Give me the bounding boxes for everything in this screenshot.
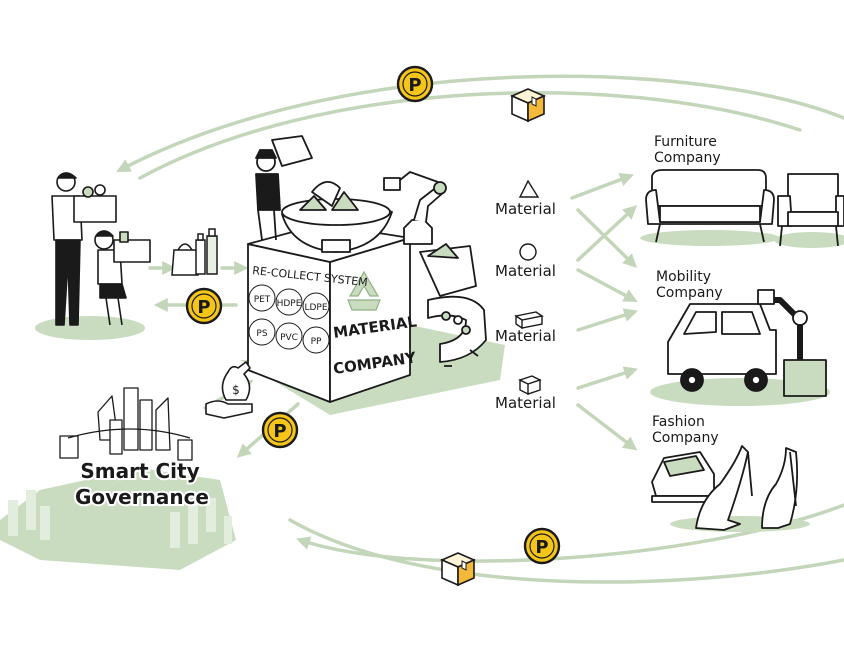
parcel-box-icon xyxy=(441,552,475,586)
plastic-code-badge: PS xyxy=(248,318,276,346)
parcel-box-icon xyxy=(511,88,545,122)
coin-symbol: P xyxy=(197,297,210,318)
plastic-codes: PET HDPE LDPE PS PVC PP xyxy=(248,284,330,354)
fashion-company-label: Fashion Company xyxy=(652,414,719,446)
top-inner-arc xyxy=(138,90,802,180)
fashion-label-line1: Fashion xyxy=(652,414,705,430)
plastic-code: LDPE xyxy=(304,303,327,313)
bar-block-icon xyxy=(514,311,544,330)
mobility-label-line1: Mobility xyxy=(656,269,711,285)
svg-text:$: $ xyxy=(232,383,240,397)
arrow-m1-mobility xyxy=(576,208,637,268)
sphere-icon xyxy=(519,243,537,261)
top-outer-arc xyxy=(116,74,844,172)
plastic-code-badge: PVC xyxy=(275,322,303,350)
bottom-inner-arc xyxy=(288,518,844,584)
plastic-code: PS xyxy=(256,329,267,339)
material-shape-icons xyxy=(514,179,544,396)
bottles-bag-illustration xyxy=(171,228,218,276)
smart-city-illustration xyxy=(0,387,236,570)
coin-middle: P xyxy=(261,411,299,449)
mobility-company-label: Mobility Company xyxy=(656,269,723,301)
city-title-line2: Governance xyxy=(75,485,209,509)
arrow-m2-furniture xyxy=(576,205,638,262)
arrow-m2-mobility xyxy=(576,268,638,302)
coin-left: P xyxy=(185,287,223,325)
material-company-station xyxy=(240,135,505,415)
coin-bottom: P xyxy=(523,527,561,565)
material-label-pyramid: Material xyxy=(495,200,556,218)
coin-symbol: P xyxy=(273,421,286,442)
coin-top: P xyxy=(396,65,434,103)
mobility-illustration xyxy=(650,289,830,406)
plastic-code: PP xyxy=(311,337,322,347)
pyramid-icon xyxy=(518,179,540,198)
money-bag-icon: $ xyxy=(205,361,253,419)
mobility-label-line2: Company xyxy=(656,285,723,301)
fashion-label-line2: Company xyxy=(652,430,719,446)
material-label-bar: Material xyxy=(495,327,556,345)
cube-icon xyxy=(518,375,542,396)
plastic-code: HDPE xyxy=(277,299,302,309)
material-label-cube: Material xyxy=(495,394,556,412)
arrow-m4-fashion xyxy=(576,403,638,451)
recycle-icon xyxy=(347,270,381,311)
plastic-code-badge: LDPE xyxy=(302,292,330,320)
arrow-m3-mobility xyxy=(576,308,638,332)
furniture-label-line1: Furniture xyxy=(654,134,717,150)
arrow-m4-mobility xyxy=(576,366,638,390)
plastic-code-badge: PET xyxy=(248,284,276,312)
coin-symbol: P xyxy=(408,75,421,96)
furniture-company-label: Furniture Company xyxy=(654,134,721,166)
furniture-label-line2: Company xyxy=(654,150,721,166)
material-label-sphere: Material xyxy=(495,262,556,280)
fashion-illustration xyxy=(651,445,810,532)
coin-symbol: P xyxy=(535,537,548,558)
plastic-code: PVC xyxy=(280,333,298,343)
people-illustration xyxy=(35,172,151,340)
plastic-code-badge: PP xyxy=(302,326,330,354)
plastic-code: PET xyxy=(254,295,271,305)
plastic-code-badge: HDPE xyxy=(275,288,303,316)
city-title-line1: Smart City xyxy=(80,459,199,483)
arrow-m1-furniture xyxy=(570,172,634,200)
furniture-illustration xyxy=(640,169,844,248)
